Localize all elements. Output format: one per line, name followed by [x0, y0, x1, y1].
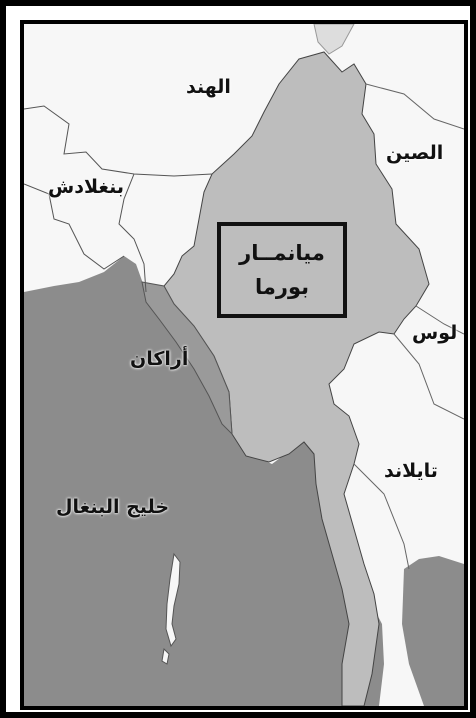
gulf-of-thailand-sea [402, 556, 464, 706]
bay-of-bengal-sea [24, 256, 384, 706]
map-canvas [24, 24, 464, 706]
china-label: الصين [386, 142, 444, 164]
bangladesh-label: بنغلادش [48, 176, 125, 198]
thailand-label: تايلاند [384, 460, 438, 482]
burma-label: بورما [254, 275, 310, 299]
andaman-islands [165, 552, 181, 648]
india-label: الهند [186, 76, 231, 98]
arakan-label: أراكان [130, 348, 189, 370]
top-notch-mark [313, 24, 355, 55]
map-frame: الهند الصين بنغلادش لوس تايلاند أراكان خ… [20, 20, 468, 710]
india-bangladesh-border [24, 105, 213, 177]
laos-label: لوس [412, 322, 458, 344]
andaman-island-small [161, 647, 170, 665]
laos-thailand-border [353, 305, 464, 570]
bangladesh-border [24, 173, 147, 293]
arakan-region [141, 281, 233, 436]
china-border-line [365, 83, 464, 130]
myanmar-label: ميانمــار [239, 241, 325, 265]
myanmar-label-box: ميانمــار بورما [217, 222, 347, 318]
bay-of-bengal-label: خليج البنغال [56, 496, 170, 518]
myanmar-territory [163, 51, 430, 706]
